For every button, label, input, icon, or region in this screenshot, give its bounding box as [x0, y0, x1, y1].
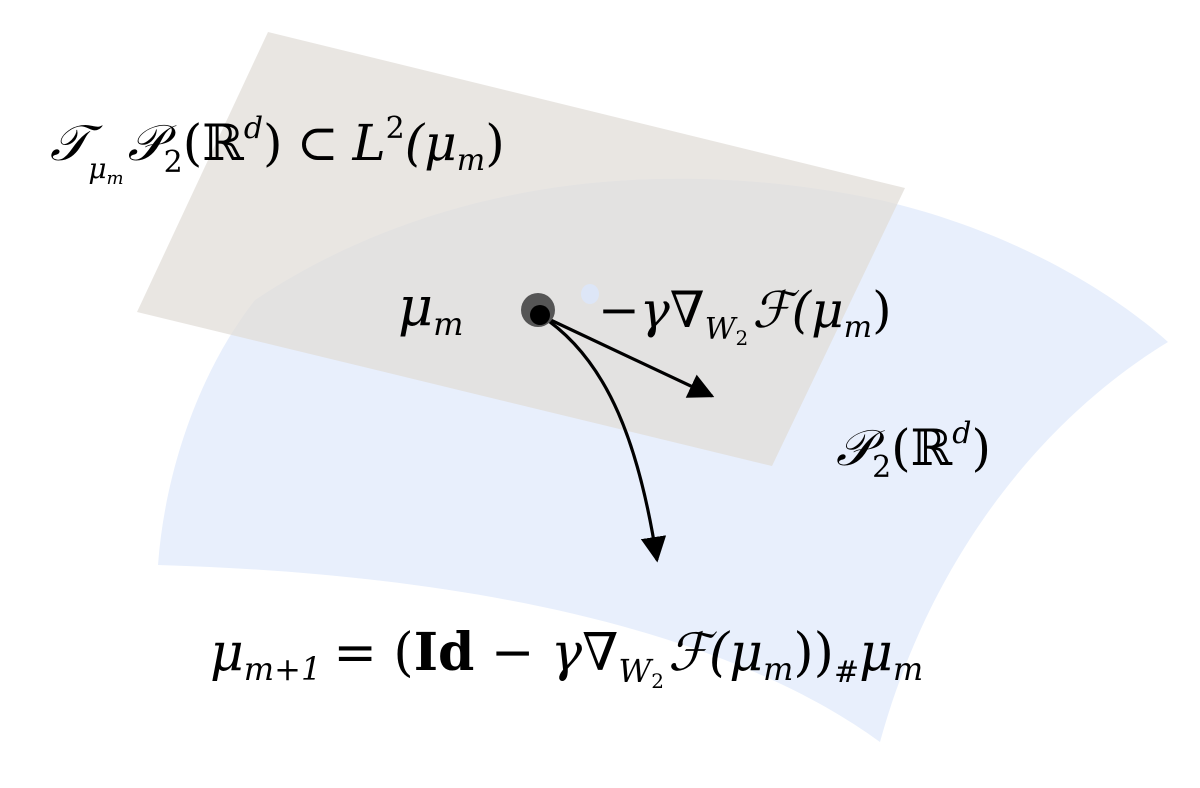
- tangent-subscript: μ: [88, 152, 106, 185]
- reals-symbol: ℝ: [202, 114, 244, 172]
- subset-symbol: ⊂: [297, 114, 339, 172]
- update-minus-gradient: − γ∇: [474, 623, 618, 683]
- mu-symbol: μ: [398, 275, 433, 338]
- current-point-label: μm: [398, 275, 463, 343]
- update-rhs-subscript: m: [893, 650, 923, 688]
- gradient-argument: (μ: [792, 281, 844, 339]
- manifold-label: 𝒫2(ℝd): [836, 416, 991, 485]
- reals-superscript: d: [244, 111, 263, 146]
- gradient-argument-subscript: m: [844, 310, 872, 345]
- update-close-parens: )): [793, 623, 834, 683]
- tangent-vector-arrow: [539, 313, 715, 398]
- update-lhs: μ: [210, 623, 244, 683]
- tangent-space-label: 𝒯μm𝒫2(ℝd)⊂L2(μm): [50, 111, 505, 189]
- geodesic-arrow: [539, 313, 667, 563]
- point-reflection: [581, 284, 599, 304]
- l2-symbol: L: [351, 114, 385, 172]
- update-rhs: μ: [859, 623, 893, 683]
- open-paren: (: [183, 114, 203, 172]
- update-w-subscript: 2: [651, 669, 664, 693]
- point-mu-m: [530, 305, 550, 325]
- update-functional: ℱ: [668, 623, 717, 683]
- wasserstein-space-subscript: 2: [164, 145, 183, 180]
- gradient-w-subscript: 2: [736, 326, 749, 350]
- l2-close-paren: ): [485, 114, 505, 172]
- manifold-reals-symbol: ℝ: [911, 419, 953, 477]
- tangent-subsubscript: m: [107, 168, 124, 189]
- manifold-reals-superscript: d: [952, 416, 971, 451]
- l2-argument-subscript: m: [457, 143, 485, 178]
- update-equals: = (: [333, 623, 413, 683]
- gradient-step-label: −γ∇W2ℱ(μm): [598, 281, 892, 350]
- update-lhs-subscript: m+1: [244, 650, 322, 688]
- close-paren: ): [263, 114, 283, 172]
- update-rule-label: μm+1= (Id − γ∇W2ℱ(μm))#μm: [210, 622, 923, 693]
- tangent-plane: [137, 32, 905, 466]
- update-argument: (μ: [709, 623, 763, 683]
- gradient-w: W: [705, 312, 738, 347]
- manifold-close-paren: ): [971, 419, 991, 477]
- manifold-subscript: 2: [872, 450, 891, 485]
- gradient-main: −γ∇: [598, 281, 705, 339]
- mu-subscript: m: [433, 305, 463, 343]
- l2-superscript: 2: [386, 111, 405, 146]
- gradient-close-paren: ): [872, 281, 892, 339]
- pushforward-symbol: #: [834, 655, 859, 690]
- manifold-open-paren: (: [891, 419, 911, 477]
- identity-symbol: Id: [414, 622, 475, 683]
- l2-argument: (μ: [405, 114, 457, 172]
- update-argument-subscript: m: [763, 650, 793, 688]
- update-w: W: [618, 652, 654, 690]
